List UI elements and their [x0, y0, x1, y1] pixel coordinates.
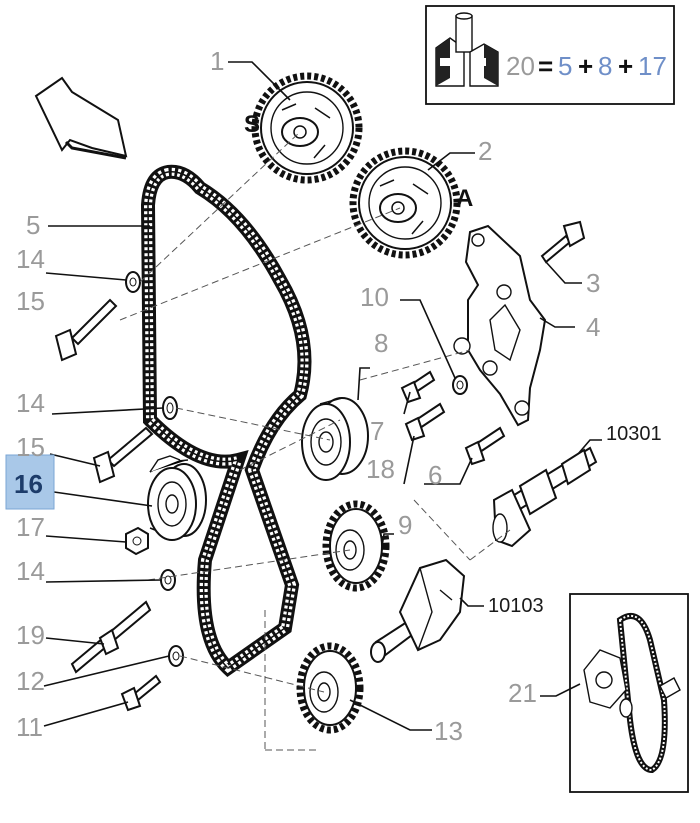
callout-1: 1 [210, 46, 224, 76]
kit-part-c: 17 [638, 51, 667, 81]
leader-lines [43, 61, 602, 731]
callout-2: 2 [478, 136, 492, 166]
bolt-15-lower [92, 426, 154, 484]
kit-equals: = [538, 51, 553, 81]
pump-sprocket-13 [296, 642, 364, 734]
kit-number: 20 [506, 51, 535, 81]
bolt-3 [540, 220, 586, 264]
bolt-6 [464, 426, 506, 466]
callout-17: 17 [16, 512, 45, 542]
crankshaft-sprocket-9 [322, 500, 390, 592]
callout-10301: 10301 [606, 423, 662, 445]
tensioner-bracket [453, 224, 547, 427]
washer-14-top [125, 271, 141, 293]
camshaft-sprocket-s [251, 72, 363, 184]
alignment-lines [119, 131, 511, 751]
washer-14-third [160, 569, 176, 591]
kit-legend: 20 = 5 + 8 + 17 [425, 5, 675, 105]
callout-7: 7 [370, 416, 384, 446]
idler-pulley [301, 397, 369, 481]
callout-14-top: 14 [16, 244, 45, 274]
timing-belt [140, 164, 312, 677]
callout-labels: 1 2 3 4 5 6 7 8 9 10 11 12 13 14 14 14 1… [14, 46, 662, 746]
water-pump-inset [569, 593, 689, 793]
highlighted-part-box [5, 454, 55, 510]
callout-9: 9 [398, 510, 412, 540]
washer-14-second [162, 396, 178, 420]
callout-12: 12 [16, 666, 45, 696]
kit-plus-2: + [618, 51, 633, 81]
auxiliary-shaft [492, 446, 598, 548]
nut-17 [125, 526, 149, 556]
kit-plus-1: + [578, 51, 593, 81]
callout-21: 21 [508, 678, 537, 708]
kit-part-a: 5 [558, 51, 572, 81]
bolt-15-top [54, 298, 118, 362]
callout-15-top: 15 [16, 286, 45, 316]
callout-11: 11 [16, 712, 43, 742]
camshaft-sprocket-a [349, 147, 461, 259]
bolt-18 [404, 402, 446, 442]
tensioner-pulley [147, 455, 207, 541]
callout-10: 10 [360, 282, 389, 312]
kit-part-b: 8 [598, 51, 612, 81]
callout-13: 13 [434, 716, 463, 746]
kit-box-icon [435, 12, 499, 87]
callout-18: 18 [366, 454, 395, 484]
sprocket-letter-s: S [244, 111, 260, 138]
bolt-11 [120, 674, 162, 712]
sprocket-letter-a: A [456, 185, 473, 212]
crankshaft [370, 558, 466, 663]
direction-arrow-icon [34, 76, 128, 160]
callout-3: 3 [586, 268, 600, 298]
bolt-7 [400, 370, 436, 404]
washer-10 [452, 375, 468, 395]
callout-6: 6 [428, 460, 442, 490]
stud-19 [70, 600, 152, 674]
callout-10103: 10103 [488, 595, 544, 617]
callout-8: 8 [374, 328, 388, 358]
callout-16: 16 [14, 469, 43, 499]
callout-4: 4 [586, 312, 600, 342]
callout-19: 19 [16, 620, 45, 650]
callout-14-second: 14 [16, 388, 45, 418]
callout-5: 5 [26, 210, 40, 240]
callout-14-third: 14 [16, 556, 45, 586]
callout-15-lower: 15 [16, 432, 45, 462]
washer-12 [168, 645, 184, 667]
